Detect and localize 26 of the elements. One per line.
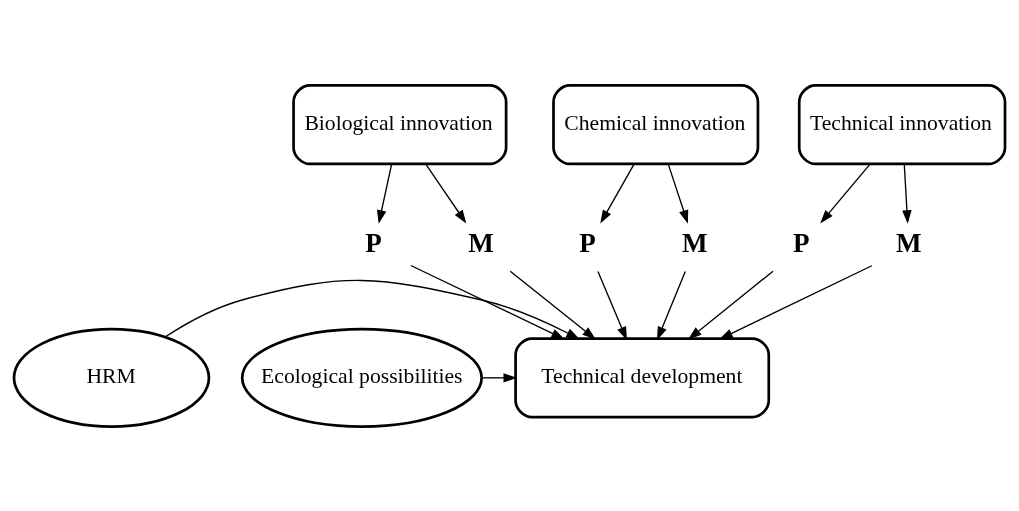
node-text: P [793, 227, 810, 258]
arrow [667, 163, 689, 224]
arrow [425, 163, 467, 223]
arrow [597, 270, 627, 340]
node-text: M [896, 227, 922, 258]
node-text: M [468, 227, 494, 258]
arrow [376, 163, 393, 224]
arrow [509, 270, 596, 339]
node-text: P [365, 227, 382, 258]
node-box: Biological innovation [292, 83, 508, 165]
arrow [481, 372, 518, 383]
node-text: M [682, 227, 708, 258]
arrow [902, 163, 912, 224]
arrow [600, 163, 635, 224]
node-box: Chemical innovation [552, 83, 760, 165]
arrow [820, 163, 871, 223]
arrow [164, 279, 580, 339]
node-ellipse: HRM [12, 327, 211, 428]
node-box: Technical innovation [797, 83, 1007, 165]
arrow [657, 270, 686, 340]
node-box: Technical development [514, 336, 771, 418]
arrow [719, 264, 873, 339]
arrow [688, 270, 774, 339]
arrow [410, 264, 565, 339]
node-text: P [579, 227, 596, 258]
node-ellipse: Ecological possibilities [240, 327, 483, 428]
